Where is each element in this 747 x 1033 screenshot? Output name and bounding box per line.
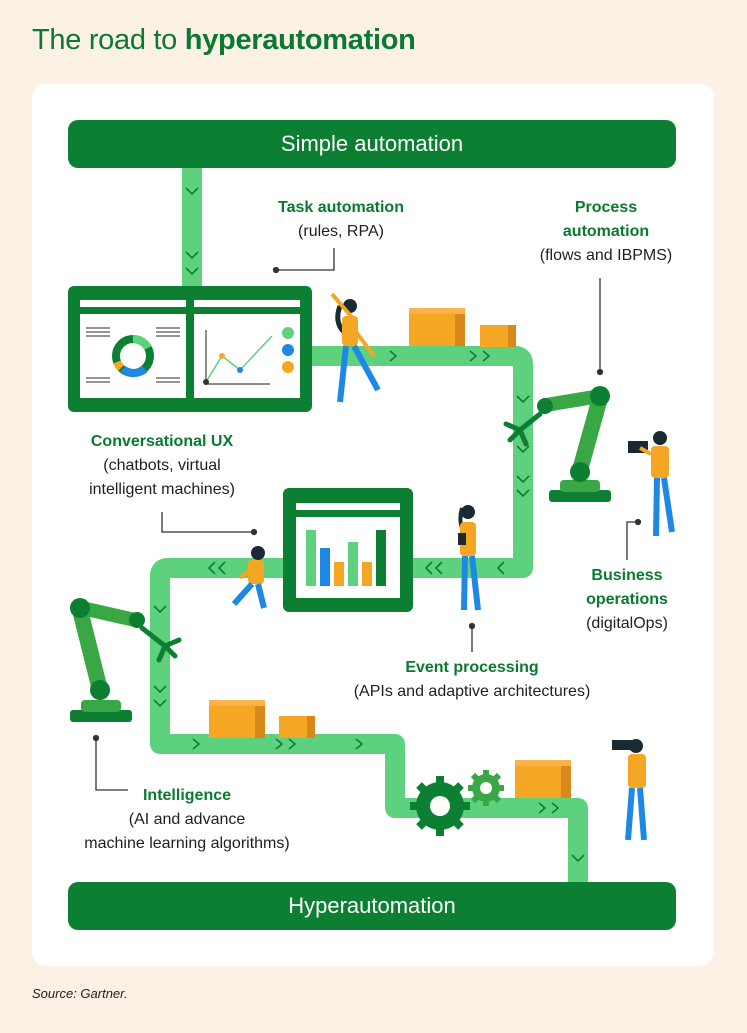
stage-heading-line: Process: [574, 199, 638, 216]
page-title: The road to hyperautomation: [32, 24, 416, 57]
stage-detail: (digitalOps): [586, 615, 668, 632]
stage-detail: (rules, RPA): [298, 223, 384, 240]
stage-task-automation: Task automation (rules, RPA): [258, 196, 424, 244]
title-regular: The road to: [32, 24, 185, 56]
stage-event-processing: Event processing (APIs and adaptive arch…: [326, 656, 618, 704]
person-cheering: [330, 292, 381, 403]
stage-detail: (flows and IBPMS): [539, 247, 673, 264]
stage-heading: Conversational UX: [90, 433, 234, 450]
stage-detail: (APIs and adaptive architectures): [353, 683, 591, 700]
title-bold: hyperautomation: [184, 24, 416, 56]
stage-detail: (chatbots, virtual: [103, 457, 221, 474]
person-tablet: [458, 505, 481, 611]
robot-arm-right: [503, 386, 611, 502]
gears: [410, 770, 504, 836]
stage-process-automation: Process automation (flows and IBPMS): [526, 196, 686, 268]
stage-detail: (AI and advance: [128, 811, 246, 828]
source-note: Source: Gartner.: [32, 986, 128, 1001]
dashboard-monitor: [68, 286, 312, 412]
robot-arm-left: [70, 598, 182, 722]
simple-automation-label: Simple automation: [280, 131, 464, 156]
person-binoculars: [612, 739, 647, 841]
leader-lines: [92, 248, 642, 791]
stage-heading-line: automation: [562, 223, 650, 240]
conveyor-road: [150, 166, 588, 884]
package-boxes: [209, 308, 571, 798]
hyperautomation-label: Hyperautomation: [288, 893, 456, 918]
stage-heading-line: operations: [586, 591, 668, 608]
person-kneeling: [231, 546, 267, 609]
bar-chart-monitor: [283, 488, 413, 612]
stage-heading: Event processing: [405, 659, 539, 676]
simple-automation-bar: Simple automation: [68, 120, 676, 168]
hyperautomation-bar: Hyperautomation: [68, 882, 676, 930]
stage-heading: Intelligence: [142, 787, 232, 804]
stage-detail: intelligent machines): [89, 481, 235, 498]
conveyor-arrows: [153, 187, 585, 863]
stage-heading: Task automation: [278, 199, 404, 216]
stage-detail: machine learning algorithms): [84, 835, 290, 852]
stage-conversational-ux: Conversational UX (chatbots, virtual int…: [62, 430, 262, 502]
stage-heading-line: Business: [591, 567, 663, 584]
stage-business-operations: Business operations (digitalOps): [566, 564, 688, 636]
person-reading: [628, 431, 675, 537]
stage-intelligence: Intelligence (AI and advance machine lea…: [60, 784, 314, 856]
